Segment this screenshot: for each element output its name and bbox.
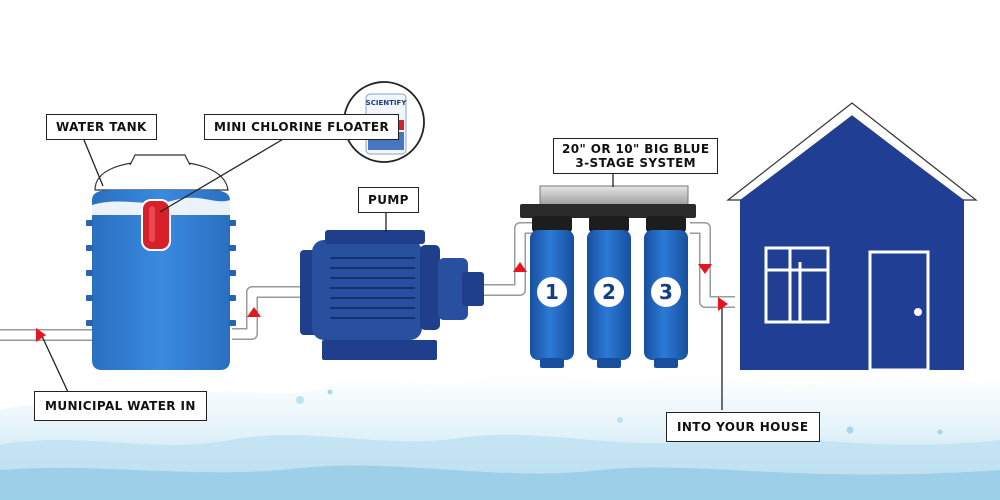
- flow-arrow-pump-in: [247, 307, 261, 317]
- flow-arrow-filter-in: [513, 262, 527, 272]
- filter-system: [520, 185, 696, 368]
- water-tank-label: WATER TANK: [46, 114, 157, 140]
- chlorine-floater-label: MINI CHLORINE FLOATER: [204, 114, 400, 140]
- flow-arrow-municipal: [36, 328, 46, 342]
- filter-system-label-line1: 20" OR 10" BIG BLUE: [562, 142, 710, 156]
- filter-system-label-line2: 3-STAGE SYSTEM: [575, 156, 697, 170]
- floater-brand-text: SCIENTIFY: [366, 99, 408, 107]
- water-tank: [86, 154, 236, 370]
- into-house-label: INTO YOUR HOUSE: [666, 412, 820, 442]
- municipal-water-label: MUNICIPAL WATER IN: [34, 391, 207, 421]
- stage-2-number: 2: [594, 277, 624, 307]
- flow-arrow-filter-out: [698, 264, 712, 274]
- stage-1-number: 1: [537, 277, 567, 307]
- flow-arrows: [36, 262, 728, 342]
- water-splash: [0, 375, 1000, 500]
- pump-label: PUMP: [358, 187, 419, 213]
- chlorine-floater: [141, 199, 171, 251]
- flow-arrow-house-in: [718, 297, 728, 311]
- pump: [300, 230, 484, 360]
- stage-3-number: 3: [651, 277, 681, 307]
- filter-system-label: 20" OR 10" BIG BLUE 3-STAGE SYSTEM: [553, 138, 719, 174]
- house: [726, 102, 978, 372]
